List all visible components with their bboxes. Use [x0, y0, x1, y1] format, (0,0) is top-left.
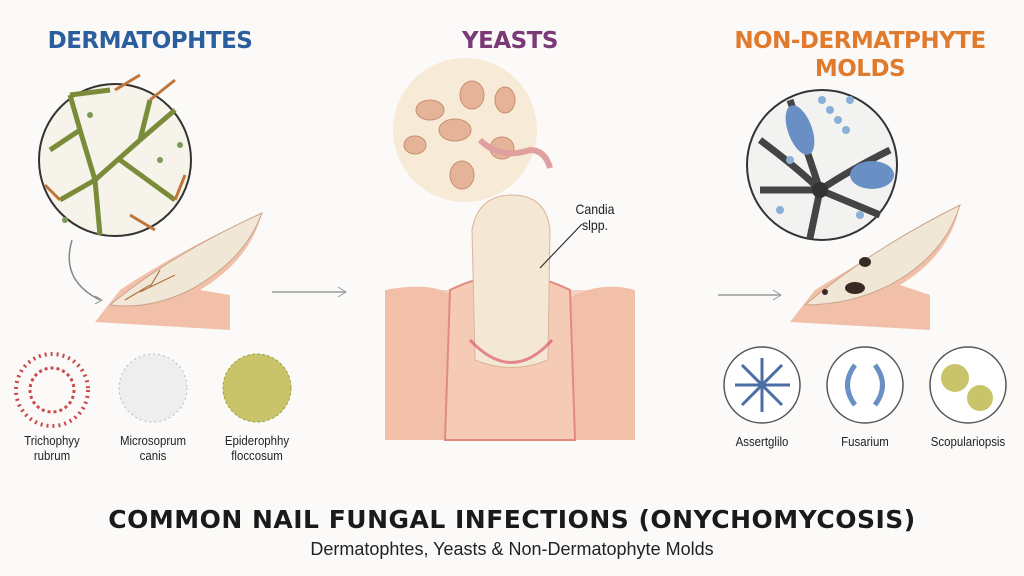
main-title: COMMON NAIL FUNGAL INFECTIONS (ONYCHOMYC…	[108, 505, 916, 534]
callout-line2: slpp.	[581, 217, 609, 233]
subtitle: Dermatophtes, Yeasts & Non-Dermatophyte …	[310, 539, 714, 559]
microsporum-canis-image	[118, 353, 188, 423]
fusarium-image	[826, 346, 904, 424]
aspergillus-image	[723, 346, 801, 424]
dermatophyte-infected-nail	[95, 212, 263, 330]
label-line1: Microsoprum	[119, 433, 187, 448]
dermatophytes-heading: DERMATOPHTES	[47, 28, 253, 54]
species-label-trichophyton: Trichophyy rubrum	[6, 433, 98, 463]
dermatophyte-microscope-view	[38, 73, 192, 237]
callout-line1: Candia	[575, 201, 615, 217]
label-line2: canis	[139, 448, 167, 463]
yeast-infected-nail	[385, 194, 635, 441]
yeast-microscope-view	[393, 58, 553, 202]
label-line2: floccosum	[231, 448, 283, 463]
molds-heading-line2: MOLDS	[814, 56, 906, 82]
species-label-aspergillus: Assertglilo	[735, 434, 789, 449]
label-line1: Trichophyy rubrum	[24, 433, 80, 463]
species-label-fusarium: Fusarium	[841, 434, 889, 449]
candida-callout: Candia slpp.	[569, 201, 622, 233]
trichophyton-rubrum-image	[14, 352, 90, 428]
scopulariopsis-image	[929, 346, 1007, 424]
mold-infected-nail	[790, 204, 961, 330]
mold-microscope-view	[746, 89, 898, 241]
yeasts-heading: YEASTS	[462, 28, 559, 54]
molds-heading-line1: NON-DERMATPHYTE	[734, 28, 986, 54]
molds-heading: NON-DERMATPHYTE MOLDS	[720, 27, 1000, 83]
species-label-scopulariopsis: Scopulariopsis	[930, 434, 1006, 449]
epidermophyton-floccosum-image	[222, 353, 292, 423]
label-line1: Epiderophhy	[224, 433, 290, 448]
